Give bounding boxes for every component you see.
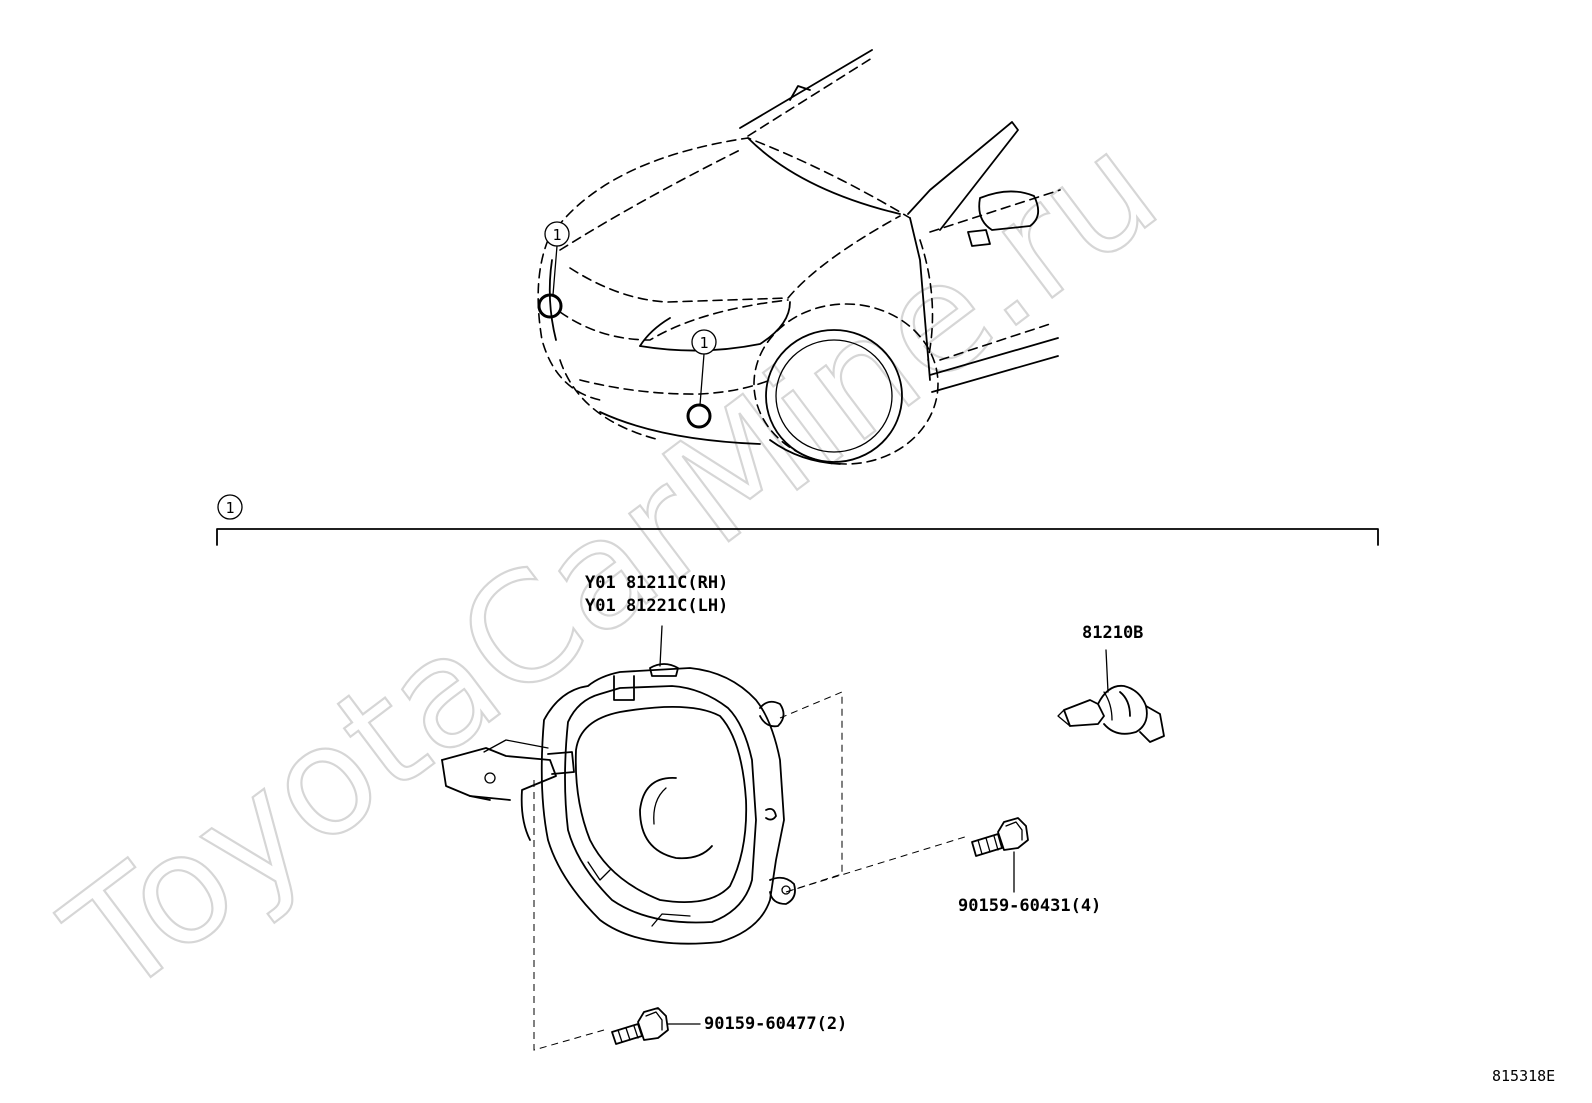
assembly-bracket: 1 [216,494,1379,546]
vehicle-front-illustration: 1 1 [537,49,1061,465]
part-label-bolt-a: 90159-60431(4) [958,896,1101,916]
part-label-fog-lamp-rh: Y01 81211C(RH) [585,573,728,593]
callout-label-left: 1 [552,226,561,244]
bulb-illustration [1057,649,1165,743]
fog-lamp-ring-right [686,403,712,429]
diagram-id: 815318E [1492,1067,1555,1085]
fog-lamp-ring-left [537,293,563,319]
bolt-b-illustration [611,1007,701,1045]
bolt-a-illustration [971,817,1029,893]
installation-guides [533,691,969,1051]
watermark: ToyotaCarMine.ru [35,100,1189,1030]
assembly-callout-circle [217,494,243,520]
part-label-fog-lamp-lh: Y01 81221C(LH) [585,596,728,616]
part-label-bulb: 81210B [1082,623,1143,643]
watermark-text: ToyotaCarMine.ru [36,101,1188,1029]
part-label-bolt-b: 90159-60477(2) [704,1014,847,1034]
callout-label-right: 1 [699,334,708,352]
fog-lamp-assembly-illustration [441,625,796,945]
assembly-callout-label: 1 [225,499,234,517]
